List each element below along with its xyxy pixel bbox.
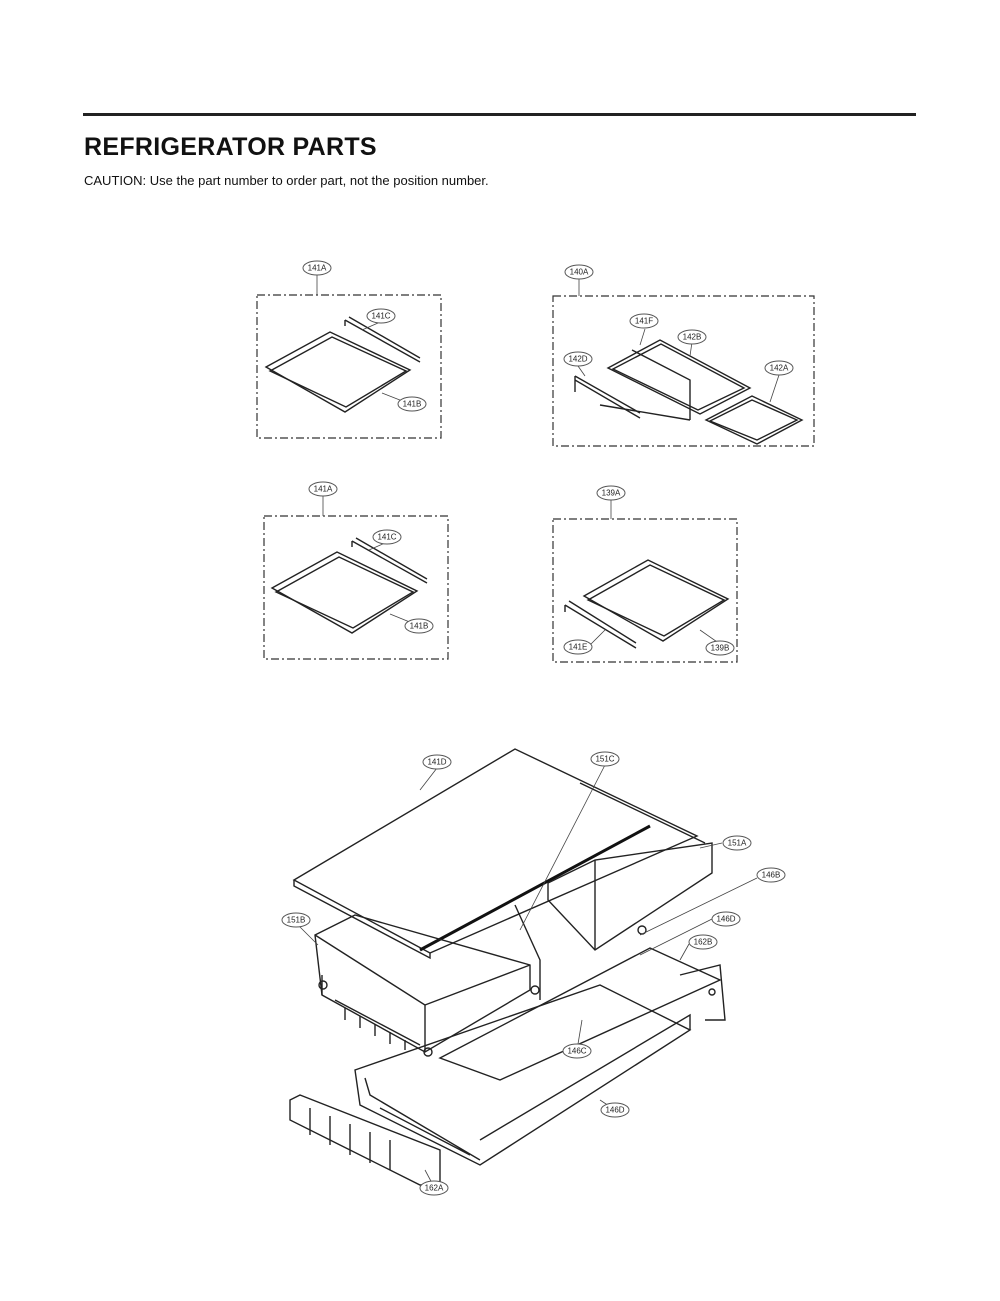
callout-141C-a: 141C: [366, 308, 396, 324]
caution-note: CAUTION: Use the part number to order pa…: [84, 173, 489, 188]
callout-151A: 151A: [722, 835, 752, 851]
assembly-boundary: [256, 294, 442, 439]
svg-text:142A: 142A: [770, 364, 789, 373]
svg-text:151A: 151A: [728, 839, 747, 848]
svg-text:141F: 141F: [635, 317, 653, 326]
callout-146C: 146C: [562, 1043, 592, 1059]
svg-text:141C: 141C: [377, 533, 396, 542]
callout-141A-a: 141A: [302, 260, 332, 276]
callout-146B: 146B: [756, 867, 786, 883]
svg-text:139B: 139B: [711, 644, 730, 653]
shelf-assembly-140A: [552, 279, 815, 447]
assembly-boundary: [552, 518, 738, 663]
callout-141B-c: 141B: [404, 618, 434, 634]
callout-141B-a: 141B: [397, 396, 427, 412]
svg-text:142B: 142B: [683, 333, 702, 342]
callout-141F: 141F: [629, 313, 659, 329]
svg-text:141E: 141E: [569, 643, 588, 652]
svg-text:141B: 141B: [410, 622, 429, 631]
callout-141E: 141E: [563, 639, 593, 655]
callout-142B: 142B: [677, 329, 707, 345]
svg-text:162A: 162A: [425, 1184, 444, 1193]
callout-146D-lower: 146D: [600, 1102, 630, 1118]
callout-140A: 140A: [564, 264, 594, 280]
svg-text:162B: 162B: [694, 938, 713, 947]
svg-text:140A: 140A: [570, 268, 589, 277]
svg-text:141D: 141D: [427, 758, 446, 767]
callout-141A-c: 141A: [308, 481, 338, 497]
svg-text:139A: 139A: [602, 489, 621, 498]
callout-142A: 142A: [764, 360, 794, 376]
callout-146D-upper: 146D: [711, 911, 741, 927]
shelf-assembly-139A: [552, 500, 738, 663]
svg-text:141A: 141A: [308, 264, 327, 273]
svg-text:141B: 141B: [403, 400, 422, 409]
header-rule: [83, 113, 916, 116]
svg-text:151C: 151C: [595, 755, 614, 764]
svg-text:146B: 146B: [762, 871, 781, 880]
callout-139A: 139A: [596, 485, 626, 501]
shelf-assembly-141A-upper: [256, 275, 442, 439]
callout-151B: 151B: [281, 912, 311, 928]
drawer-assembly: [289, 748, 758, 1186]
callout-162A: 162A: [419, 1180, 449, 1196]
svg-text:146D: 146D: [605, 1106, 624, 1115]
assembly-boundary: [263, 515, 449, 660]
callout-139B: 139B: [705, 640, 735, 656]
svg-text:141A: 141A: [314, 485, 333, 494]
callout-141C-c: 141C: [372, 529, 402, 545]
svg-text:141C: 141C: [371, 312, 390, 321]
svg-text:142D: 142D: [568, 355, 587, 364]
callout-142D: 142D: [563, 351, 593, 367]
svg-text:146C: 146C: [567, 1047, 586, 1056]
shelf-assembly-141A-lower: [263, 496, 449, 660]
page-title: REFRIGERATOR PARTS: [84, 133, 377, 161]
svg-text:151B: 151B: [287, 916, 306, 925]
callout-162B: 162B: [688, 934, 718, 950]
callout-151C: 151C: [590, 751, 620, 767]
svg-text:146D: 146D: [716, 915, 735, 924]
assembly-boundary: [552, 295, 815, 447]
callout-141D: 141D: [422, 754, 452, 770]
